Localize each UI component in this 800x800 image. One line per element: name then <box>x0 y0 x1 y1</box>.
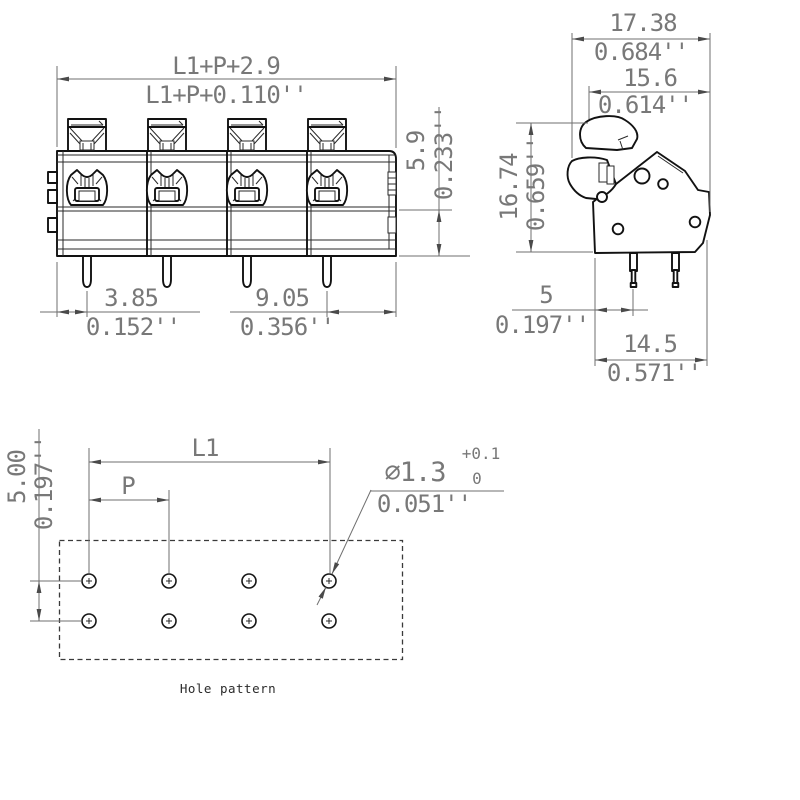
pole-3 <box>225 118 269 288</box>
dim-side-body-depth-in: 0.614'' <box>598 91 692 119</box>
dim-side-height-in: 0.659'' <box>522 137 550 231</box>
body-hole <box>596 191 608 203</box>
dim-hole-diameter-in: 0.051'' <box>377 490 471 518</box>
dim-hole-pitch-label: P <box>121 472 135 500</box>
dim-front-width-in: L1+P+0.110'' <box>145 81 306 109</box>
dim-side-base-depth-in: 0.571'' <box>607 359 701 387</box>
pole-1 <box>65 118 109 288</box>
hole-pattern-title: Hole pattern <box>180 681 276 696</box>
dim-front-height-mm: 5.9 <box>402 131 430 171</box>
front-width-dimension: L1+P+2.9 L1+P+0.110'' <box>56 52 397 148</box>
left-latch-tab <box>47 189 58 204</box>
body-hole <box>657 178 669 190</box>
dim-side-base-depth-mm: 14.5 <box>623 330 677 358</box>
dim-side-depth-mm: 17.38 <box>609 9 676 37</box>
hole-pattern-dimensions: L1 P 5.00 0.197'' <box>3 429 331 622</box>
board-outline-dashed <box>58 539 404 661</box>
left-latch-tab <box>47 171 58 184</box>
pcb-hole <box>321 613 337 629</box>
right-end-tab <box>387 216 397 234</box>
pcb-hole <box>241 613 257 629</box>
front-view: L1+P+2.9 L1+P+0.110'' 5.9 0.233'' 3.85 0… <box>40 52 470 341</box>
side-view: 17.38 0.684'' 15.6 0.614'' 16.74 0.659''… <box>495 9 711 387</box>
dim-hole-tolerance-upper: +0.1 <box>462 444 501 463</box>
side-dimensions: 17.38 0.684'' 15.6 0.614'' 16.74 0.659''… <box>495 9 711 387</box>
dim-pin-span-mm: 9.05 <box>255 284 309 312</box>
dim-hole-length-label: L1 <box>192 434 219 462</box>
pole-2 <box>145 118 189 288</box>
hole-diameter-callout: ∅1.3 +0.1 0 0.051'' <box>316 444 504 606</box>
body-hole <box>611 222 625 236</box>
pole-separators <box>146 151 308 256</box>
body-hole <box>688 215 702 229</box>
dim-side-body-depth-mm: 15.6 <box>623 64 677 92</box>
push-button-side <box>579 115 639 151</box>
dim-front-width-mm: L1+P+2.9 <box>172 52 280 80</box>
pcb-hole <box>81 613 97 629</box>
dim-side-height-mm: 16.74 <box>495 153 523 221</box>
dim-front-height-in: 0.233'' <box>430 106 458 200</box>
left-latch-tab <box>47 217 58 233</box>
pole-4 <box>305 118 349 288</box>
dim-side-pin-offset-mm: 5 <box>539 281 552 309</box>
side-body <box>566 115 711 288</box>
dim-row-spacing-in: 0.197'' <box>30 436 58 530</box>
front-height-dimension: 5.9 0.233'' <box>399 106 470 257</box>
pcb-hole <box>321 573 337 589</box>
solder-pins-side <box>629 252 680 288</box>
dim-pin-offset-mm: 3.85 <box>104 284 158 312</box>
dim-pin-offset-in: 0.152'' <box>86 313 180 341</box>
dim-hole-tolerance-lower: 0 <box>472 469 482 488</box>
pcb-hole <box>161 613 177 629</box>
dim-pin-span-in: 0.356'' <box>240 313 334 341</box>
dim-hole-diameter-mm: ∅1.3 <box>384 457 445 488</box>
front-pin-dimensions: 3.85 0.152'' 9.05 0.356'' <box>40 262 397 341</box>
pcb-hole <box>161 573 177 589</box>
pcb-hole <box>241 573 257 589</box>
dim-row-spacing-mm: 5.00 <box>3 450 31 504</box>
body-hole <box>633 167 651 185</box>
hole-pattern-view: L1 P 5.00 0.197'' ∅1.3 +0.1 0 0.051'' Ho… <box>3 429 504 696</box>
dim-side-depth-in: 0.684'' <box>594 38 688 66</box>
dim-side-pin-offset-in: 0.197'' <box>495 311 589 339</box>
pcb-hole <box>81 573 97 589</box>
